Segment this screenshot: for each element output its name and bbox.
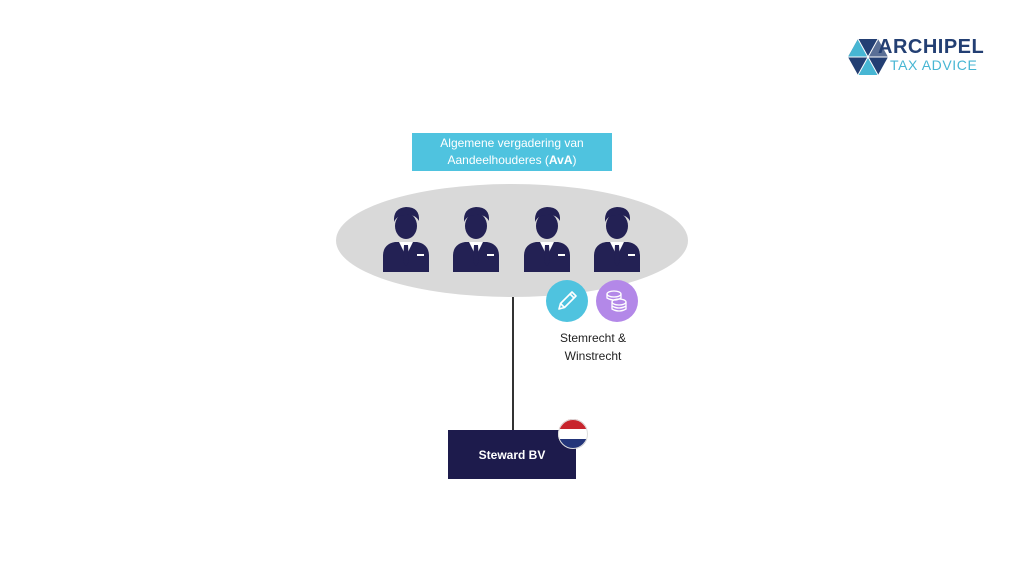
- shareholders-group: [336, 184, 688, 297]
- ownership-connector-line: [512, 297, 514, 430]
- shareholders-meeting-line2-suffix: ): [572, 153, 577, 167]
- rights-label: Stemrecht & Winstrecht: [547, 329, 639, 365]
- businessman-icon: [524, 207, 570, 272]
- netherlands-flag-icon: [558, 419, 588, 449]
- logo-title: ARCHIPEL: [878, 36, 985, 58]
- company-name: Steward BV: [478, 447, 546, 462]
- rights-label-line2: Winstrecht: [564, 349, 622, 363]
- archipel-logo-icon: [848, 38, 888, 76]
- company-box: Steward BV: [448, 430, 576, 479]
- shareholders-meeting-line2-prefix: Aandeelhouderes (: [447, 153, 549, 167]
- shareholders-meeting-line1: Algemene vergadering van: [440, 136, 584, 150]
- pencil-icon: [546, 280, 588, 322]
- businessman-icon: [453, 207, 499, 272]
- rights-label-line1: Stemrecht &: [559, 331, 627, 345]
- shareholders-meeting-box: Algemene vergadering van Aandeelhouderes…: [412, 133, 612, 171]
- shareholders-meeting-abbrev: AvA: [548, 153, 573, 167]
- logo-subtitle: TAX ADVICE: [890, 57, 978, 73]
- businessman-icon: [383, 207, 429, 272]
- businessman-icon: [594, 207, 640, 272]
- coins-icon: [596, 280, 638, 322]
